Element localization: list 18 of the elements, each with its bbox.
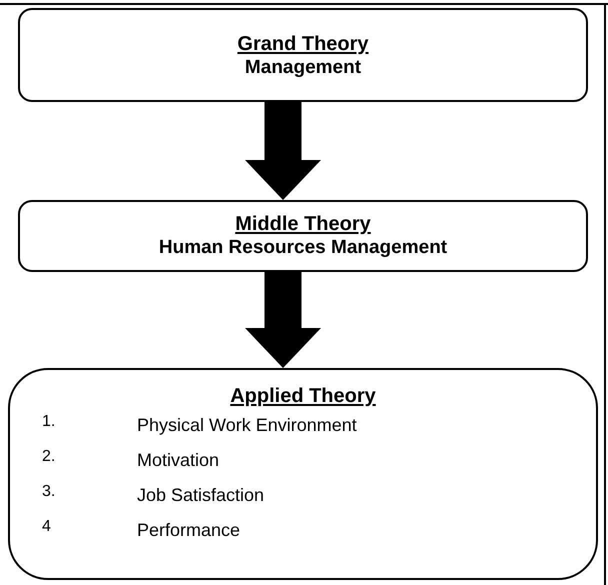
rounded-box bbox=[8, 368, 598, 580]
rounded-box bbox=[18, 200, 588, 272]
list-number: 4 bbox=[42, 517, 51, 537]
heading-text: Middle Theory bbox=[234, 212, 372, 236]
heading-text: Applied Theory bbox=[229, 384, 377, 408]
rounded-box bbox=[18, 8, 588, 102]
list-item-text: Motivation bbox=[137, 449, 220, 471]
list-number: 1. bbox=[42, 412, 56, 432]
block-arrow bbox=[245, 272, 321, 368]
subheading-text: Human Resources Management bbox=[158, 236, 448, 260]
list-item-text: Job Satisfaction bbox=[137, 484, 264, 506]
block-arrow bbox=[245, 102, 321, 200]
list-number: 2. bbox=[42, 447, 56, 467]
list-number: 3. bbox=[42, 482, 56, 502]
list-item-text: Physical Work Environment bbox=[137, 414, 357, 436]
list-item-text: Performance bbox=[137, 519, 240, 541]
heading-text: Grand Theory bbox=[236, 32, 370, 56]
subheading-text: Management bbox=[244, 56, 362, 80]
